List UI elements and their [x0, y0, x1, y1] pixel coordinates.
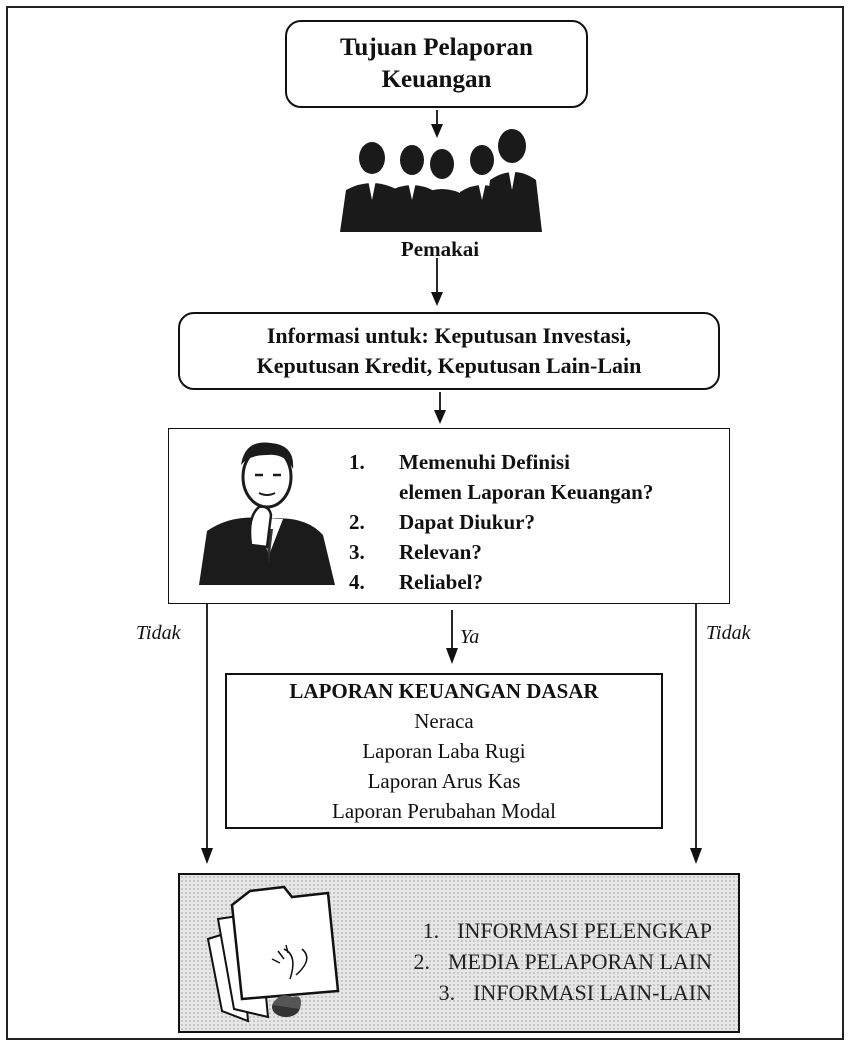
basic-report-item: Laporan Arus Kas [367, 769, 521, 793]
information-line-2: Keputusan Kredit, Keputusan Lain-Lain [256, 353, 642, 378]
branch-label-right: Tidak [706, 622, 751, 644]
other-info-text: MEDIA PELAPORAN LAIN [448, 949, 712, 974]
criteria-box: 1. Memenuhi Definisi elemen Laporan Keua… [168, 428, 730, 604]
criteria-number: 3. [349, 540, 365, 564]
criteria-text: Reliabel? [399, 570, 483, 594]
basic-reports-title: LAPORAN KEUANGAN DASAR [289, 679, 599, 703]
list-item: 2. Dapat Diukur? [349, 507, 653, 537]
criteria-list: 1. Memenuhi Definisi elemen Laporan Keua… [349, 447, 653, 597]
information-line-1: Informasi untuk: Keputusan Investasi, [266, 323, 632, 348]
criteria-number: 4. [349, 570, 365, 594]
list-item: 4. Reliabel? [349, 567, 653, 597]
goal-line-1: Tujuan Pelaporan [340, 34, 533, 61]
other-information-list: 1. INFORMASI PELENGKAP 2. MEDIA PELAPORAN … [414, 915, 713, 1008]
other-info-number: 3. [438, 980, 456, 1005]
goal-box: Tujuan Pelaporan Keuangan [285, 20, 588, 108]
criteria-number: 1. [349, 450, 365, 474]
list-item: 2. MEDIA PELAPORAN LAIN [414, 946, 713, 977]
criteria-text: Relevan? [399, 540, 482, 564]
list-item: 1. INFORMASI PELENGKAP [414, 915, 712, 946]
other-information-box: 1. INFORMASI PELENGKAP 2. MEDIA PELAPORAN … [178, 873, 740, 1033]
goal-line-2: Keuangan [381, 66, 492, 93]
basic-report-item: Laporan Perubahan Modal [332, 799, 556, 823]
information-box: Informasi untuk: Keputusan Investasi, Ke… [178, 312, 720, 390]
criteria-number: 2. [349, 510, 365, 534]
list-item: 1. Memenuhi Definisi [349, 447, 653, 477]
list-item: 3. INFORMASI LAIN-LAIN [414, 977, 712, 1008]
other-info-number: 1. [422, 918, 440, 943]
basic-report-item: Laporan Laba Rugi [362, 739, 526, 763]
other-info-number: 2. [413, 949, 431, 974]
list-item: elemen Laporan Keuangan? [349, 477, 653, 507]
thinking-man-icon [199, 442, 335, 585]
criteria-text: Memenuhi Definisi [399, 450, 570, 474]
other-info-text: INFORMASI LAIN-LAIN [473, 980, 712, 1005]
basic-report-item: Neraca [414, 709, 474, 733]
list-item: 3. Relevan? [349, 537, 653, 567]
folder-documents-icon [206, 885, 340, 1023]
diagram-frame [6, 6, 844, 1040]
basic-reports-box: LAPORAN KEUANGAN DASAR Neraca Laporan La… [225, 673, 663, 829]
other-info-text: INFORMASI PELENGKAP [457, 918, 712, 943]
criteria-text: Dapat Diukur? [399, 510, 535, 534]
branch-label-left: Tidak [136, 622, 181, 644]
branch-label-center: Ya [460, 626, 480, 648]
users-label: Pemakai [400, 237, 480, 256]
criteria-text: elemen Laporan Keuangan? [399, 480, 654, 504]
